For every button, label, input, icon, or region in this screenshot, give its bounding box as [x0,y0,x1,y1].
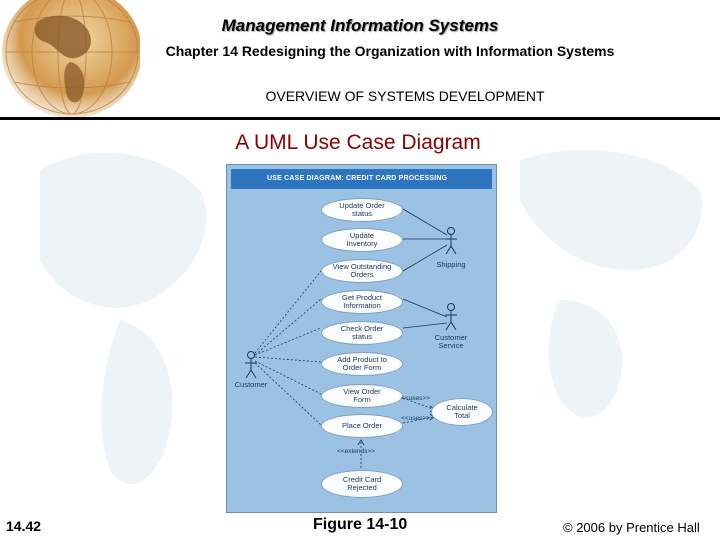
slide-title: A UML Use Case Diagram [235,131,481,154]
use-case-update-order-status: Update Order status [321,198,403,222]
figure-label: Figure 14-10 [313,516,408,533]
actor-label-customer-service: Customer Service [434,333,468,350]
course-title: Management Information Systems [221,16,499,35]
uses-stereotype-label: <<uses>> [401,415,430,422]
use-case-credit-card-rejected: Credit Card Rejected [321,470,403,498]
use-case-update-inventory: Update Inventory [321,228,403,252]
use-case-view-outstanding-orders: View Outstanding Orders [321,259,403,283]
header-divider [0,117,720,120]
customer-actor-icon [245,351,257,379]
use-case-diagram-figure: USE CASE DIAGRAM: CREDIT CARD PROCESSING [226,164,497,513]
figure-heading: USE CASE DIAGRAM: CREDIT CARD PROCESSING [231,169,492,189]
slide-number: 14.42 [6,518,42,534]
shipping-actor-icon [445,227,457,255]
use-case-place-order: Place Order [321,414,403,438]
extends-stereotype-label: <<extends>> [337,448,375,455]
use-case-get-product-information: Get Product Information [321,290,403,314]
use-case-check-order-status: Check Order status [321,321,403,345]
chapter-subtitle: Chapter 14 Redesigning the Organization … [165,43,615,59]
diagram-connectors [245,208,457,468]
copyright-notice: © 2006 by Prentice Hall [563,520,700,535]
use-case-view-order-form: View Order Form [321,384,403,408]
globe-logo-icon [2,0,140,118]
uses-stereotype-label: <<uses>> [401,395,430,402]
actor-label-customer: Customer [234,380,268,389]
customer-service-actor-icon [445,303,457,331]
actor-label-shipping: Shipping [436,260,466,269]
use-case-calculate-total: Calculate Total [431,398,493,426]
section-heading: OVERVIEW OF SYSTEMS DEVELOPMENT [265,88,545,104]
use-case-add-product-to-order-form: Add Product to Order Form [321,352,403,376]
